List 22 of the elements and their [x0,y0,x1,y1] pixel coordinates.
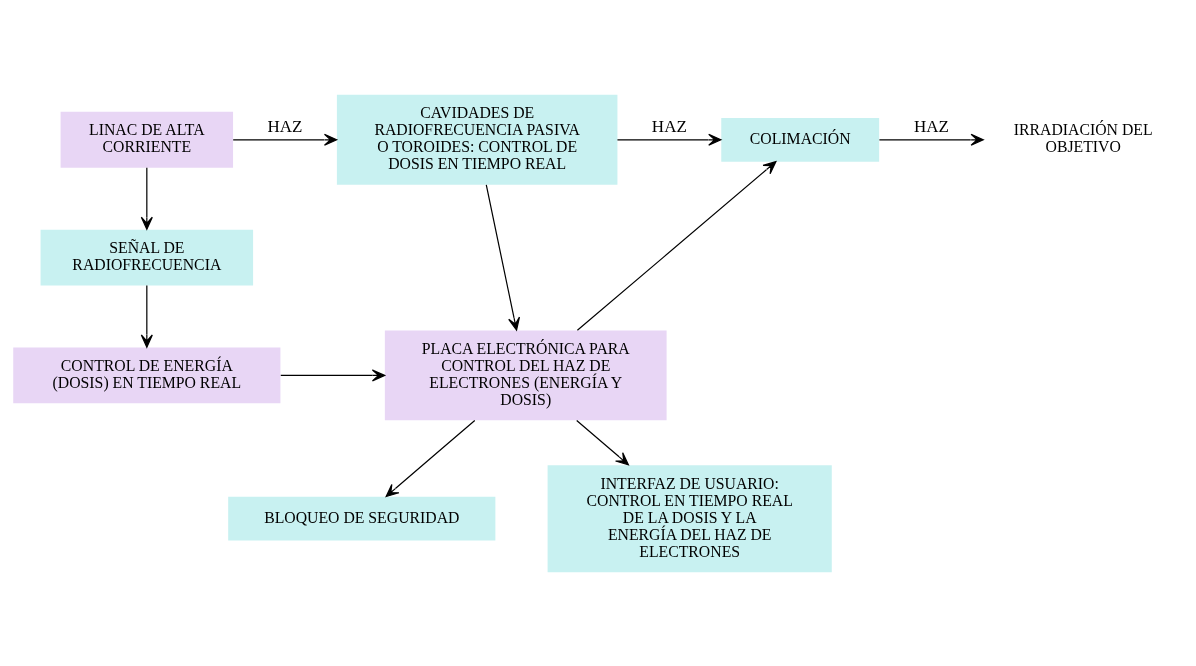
arrow [140,166,153,230]
arrow [576,419,629,465]
node-box: COLIMACIÓN [721,117,880,162]
arrow [616,133,722,146]
arrow [385,419,476,497]
node-box: SEÑAL DE RADIOFRECUENCIA [40,229,254,286]
edge-label: HAZ [267,116,303,136]
node-box: CONTROL DE ENERGÍA (DOSIS) EN TIEMPO REAL [13,346,281,403]
arrow [576,160,777,331]
node-box: LINAC DE ALTA CORRIENTE [60,111,234,168]
node-box: BLOQUEO DE SEGURIDAD [228,496,496,541]
edge-label: HAZ [913,116,949,136]
node-box: PLACA ELECTRÓNICA PARA CONTROL DEL HAZ DE ELECTRONES (ENERGÍA Y DOSIS) [384,329,667,420]
arrow [140,284,153,348]
node-box: INTERFAZ DE USUARIO: CONTROL EN TIEMPO REAL DE LA DOSIS Y LA ENERGÍA DEL HAZ DE ELECTRONES [547,464,832,572]
arrow [485,183,521,331]
arrow [280,368,386,381]
arrow [878,133,984,146]
edge-label: HAZ [651,116,687,136]
node-box: CAVIDADES DE RADIOFRECUENCIA PASIVA O TOROIDES: CONTROL DE DOSIS EN TIEMPO REAL [336,94,618,185]
arrow [232,133,338,146]
node-text: IRRADIACIÓN DEL OBJETIVO [1013,120,1153,155]
